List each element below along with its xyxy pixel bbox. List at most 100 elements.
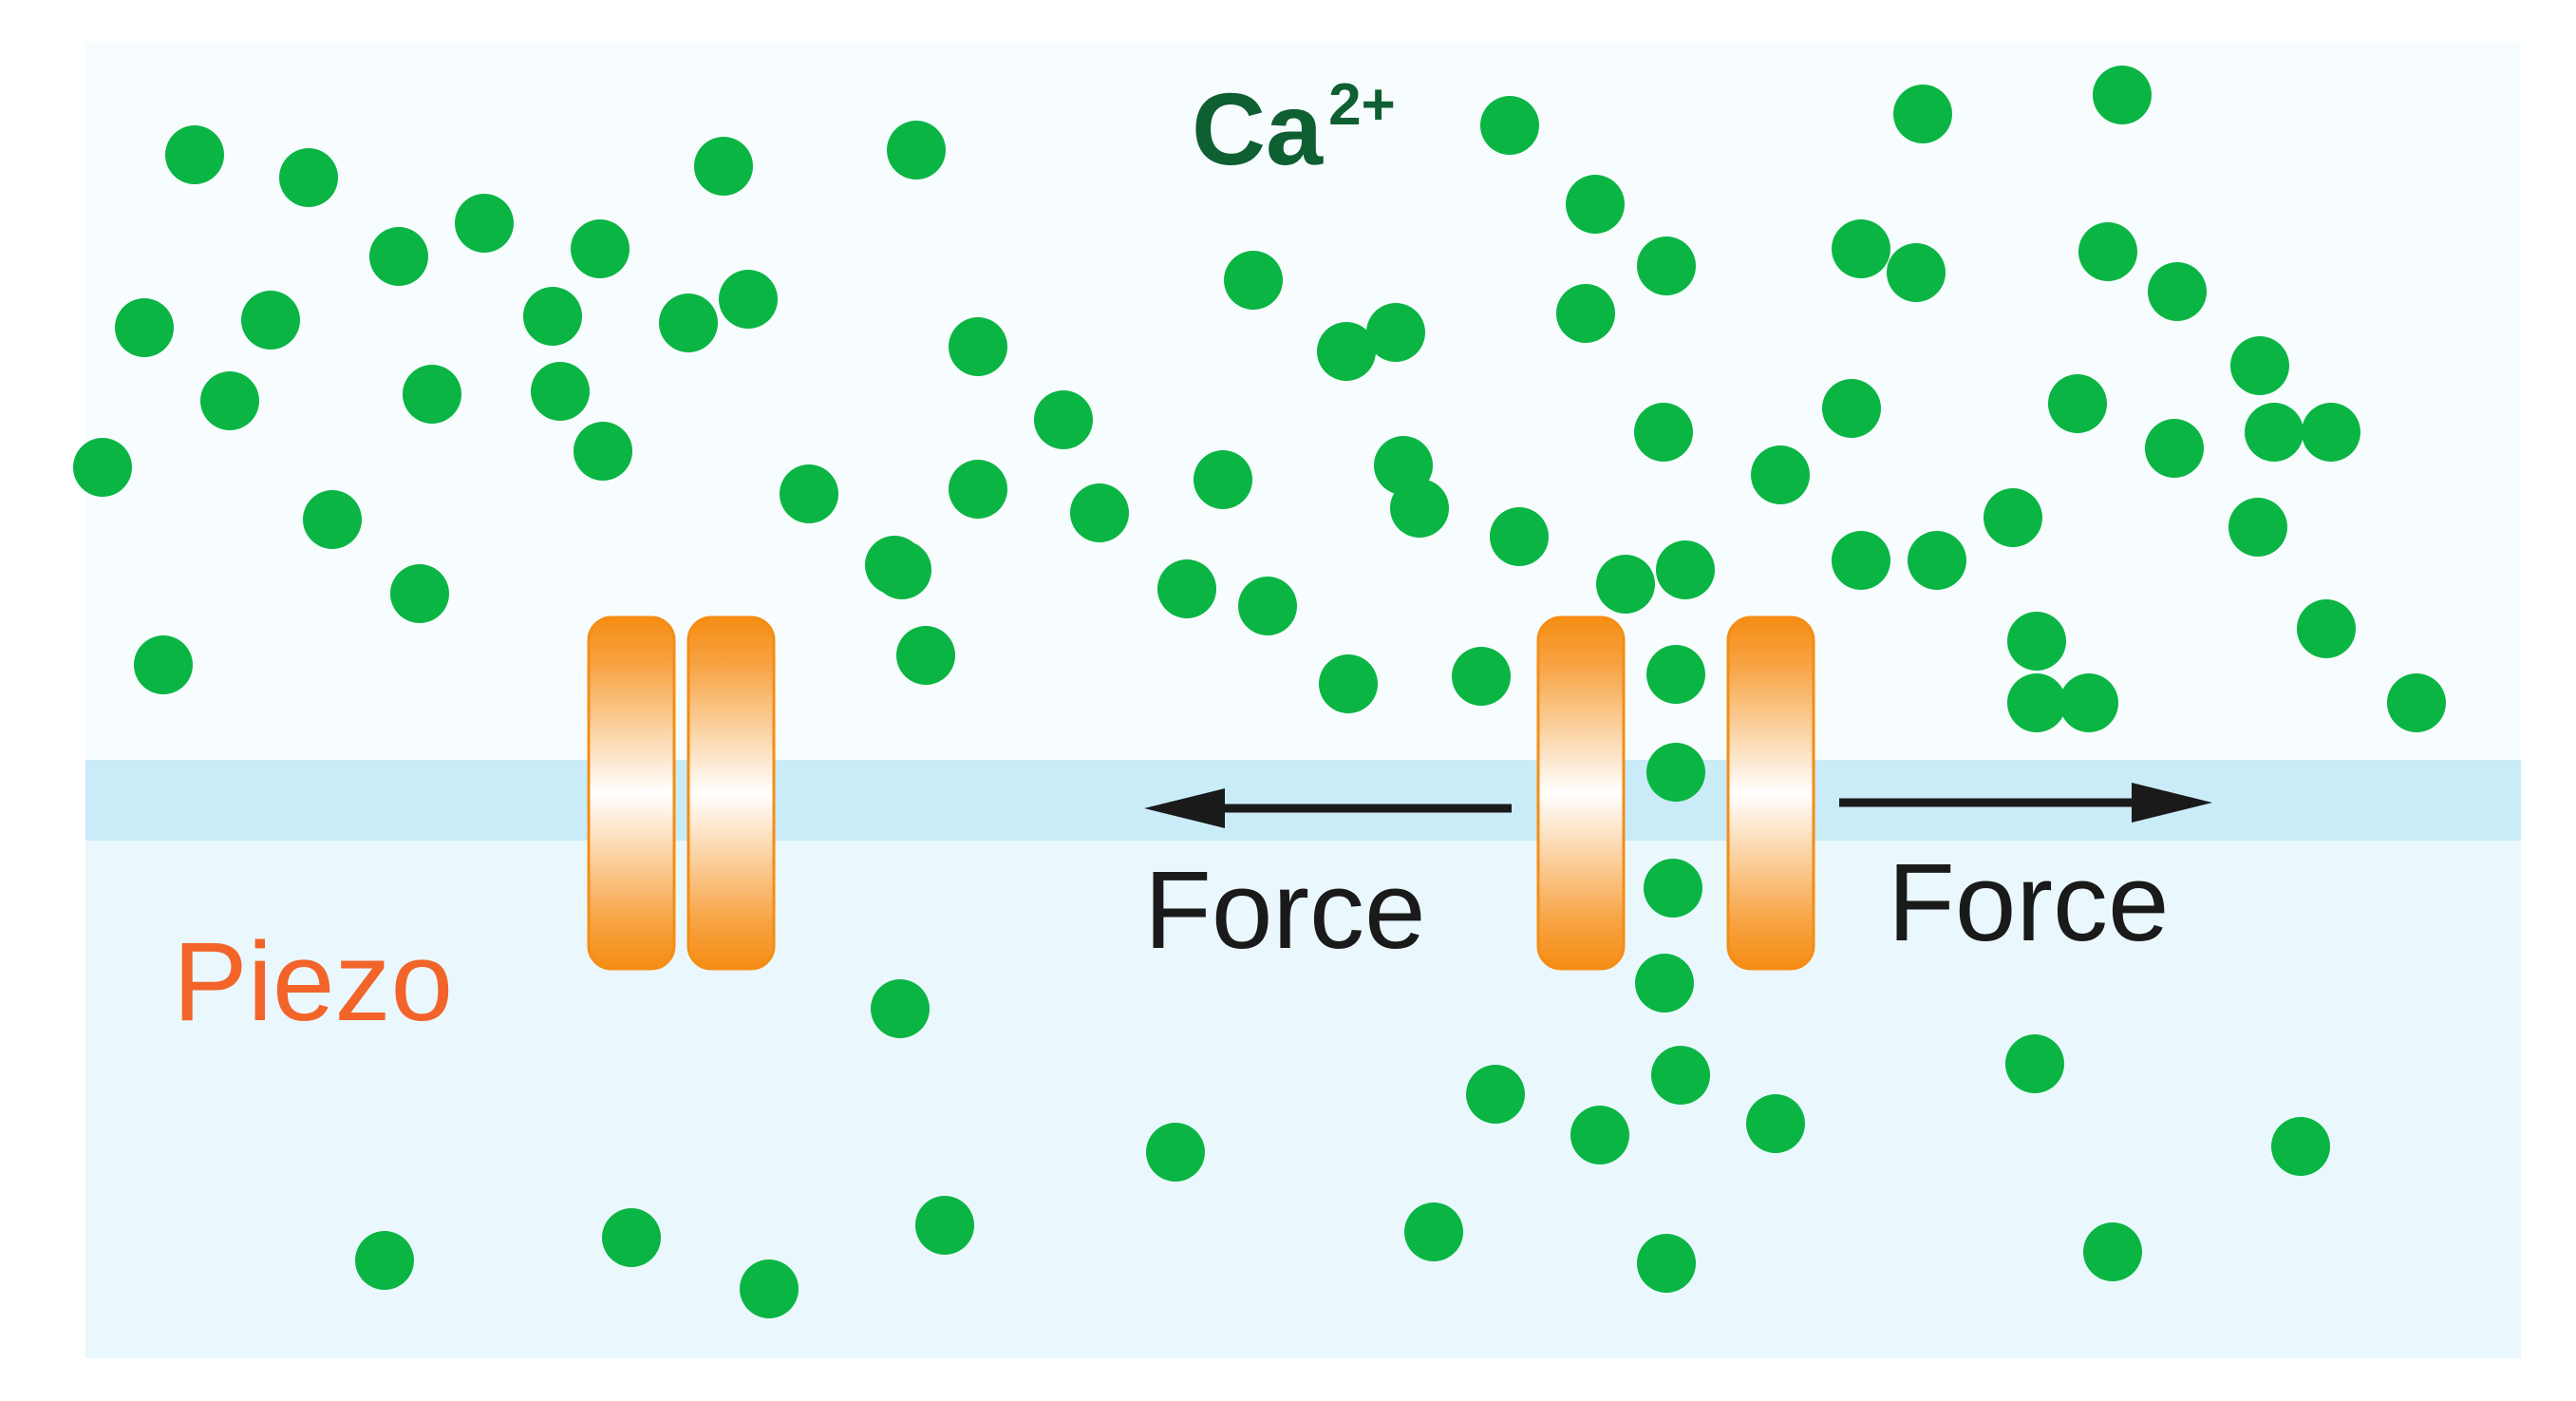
calcium-ion bbox=[2145, 419, 2204, 478]
calcium-ion bbox=[1635, 954, 1694, 1013]
piezo-channel-right-subunit-2 bbox=[1726, 615, 1815, 971]
calcium-ion bbox=[1146, 1123, 1205, 1182]
calcium-ion bbox=[719, 270, 778, 329]
calcium-ion bbox=[949, 460, 1007, 519]
calcium-ion bbox=[1490, 507, 1549, 566]
calcium-ion bbox=[1832, 531, 1890, 590]
calcium-ion bbox=[1984, 488, 2042, 547]
calcium-ion bbox=[896, 626, 955, 685]
calcium-ion bbox=[1390, 479, 1449, 538]
force-label-left: Force bbox=[1144, 848, 1426, 972]
calcium-ion bbox=[1224, 251, 1283, 310]
calcium-ion bbox=[1194, 450, 1252, 509]
calcium-ion bbox=[134, 635, 193, 694]
calcium-ion bbox=[1452, 647, 1511, 706]
calcium-ions bbox=[73, 66, 2446, 1318]
calcium-ion bbox=[1317, 322, 1376, 381]
calcium-ion bbox=[2059, 673, 2118, 732]
calcium-ion bbox=[1637, 1234, 1696, 1293]
calcium-ion bbox=[115, 298, 174, 357]
calcium-ion bbox=[1570, 1106, 1629, 1164]
calcium-ion bbox=[165, 125, 224, 184]
calcium-ion bbox=[915, 1196, 974, 1255]
calcium-charge: 2+ bbox=[1328, 72, 1396, 138]
calcium-ion bbox=[1893, 85, 1952, 143]
calcium-ion bbox=[1319, 654, 1378, 713]
calcium-ion bbox=[2048, 374, 2107, 433]
calcium-ion bbox=[1651, 1046, 1710, 1105]
extracellular-region bbox=[85, 43, 2521, 760]
calcium-ion bbox=[2387, 673, 2446, 732]
calcium-ion bbox=[403, 365, 461, 424]
calcium-ion bbox=[531, 362, 590, 421]
calcium-ion bbox=[1157, 559, 1216, 618]
calcium-ion bbox=[873, 540, 931, 599]
calcium-ion bbox=[780, 464, 838, 523]
calcium-ion bbox=[740, 1259, 799, 1318]
calcium-ion bbox=[1822, 379, 1881, 438]
calcium-ion bbox=[2297, 599, 2356, 658]
piezo-label: Piezo bbox=[173, 919, 454, 1045]
calcium-ion bbox=[1238, 577, 1297, 635]
calcium-ion bbox=[1466, 1065, 1525, 1124]
calcium-ion bbox=[303, 490, 362, 549]
calcium-ion bbox=[1644, 859, 1702, 918]
calcium-ion bbox=[2007, 612, 2066, 671]
calcium-ion bbox=[1596, 555, 1655, 614]
calcium-ion bbox=[1366, 303, 1425, 362]
force-arrow-left-head bbox=[1144, 788, 1225, 828]
calcium-ion bbox=[455, 194, 514, 253]
calcium-ion bbox=[73, 438, 132, 497]
calcium-ion bbox=[2230, 336, 2289, 395]
calcium-ion bbox=[1656, 540, 1715, 599]
calcium-ion bbox=[2228, 498, 2287, 557]
calcium-ion bbox=[523, 287, 582, 346]
force-arrow-right-head bbox=[2132, 783, 2212, 823]
calcium-ion bbox=[571, 219, 630, 278]
calcium-ion bbox=[1887, 243, 1946, 302]
calcium-ion bbox=[2302, 403, 2360, 462]
calcium-ion bbox=[241, 291, 300, 350]
piezo-channels bbox=[587, 615, 1815, 971]
calcium-ion bbox=[887, 121, 946, 180]
calcium-ion bbox=[1646, 645, 1705, 704]
calcium-ion bbox=[1070, 483, 1129, 542]
calcium-symbol: Ca bbox=[1192, 71, 1324, 186]
calcium-ion bbox=[1746, 1094, 1805, 1153]
calcium-ion bbox=[2083, 1222, 2142, 1281]
calcium-ion bbox=[2007, 673, 2066, 732]
calcium-ion bbox=[1556, 284, 1615, 343]
calcium-ion bbox=[602, 1208, 661, 1267]
force-label-right: Force bbox=[1888, 841, 2170, 964]
force-arrows bbox=[1144, 783, 2212, 828]
calcium-ion bbox=[2148, 262, 2207, 321]
calcium-ion bbox=[1404, 1202, 1463, 1261]
calcium-ion bbox=[871, 979, 930, 1038]
piezo-channel-left-subunit-2 bbox=[686, 615, 776, 971]
piezo-channel-right-subunit-1 bbox=[1536, 615, 1626, 971]
calcium-ion bbox=[1637, 237, 1696, 295]
calcium-ion bbox=[1634, 403, 1693, 462]
calcium-ion bbox=[2005, 1034, 2064, 1093]
calcium-ion bbox=[355, 1231, 414, 1290]
piezo-channel-left-subunit-1 bbox=[587, 615, 676, 971]
calcium-ion bbox=[1480, 96, 1539, 155]
calcium-ion bbox=[2271, 1117, 2330, 1176]
calcium-ion-label: Ca2+ bbox=[1192, 76, 1396, 180]
calcium-ion bbox=[659, 293, 718, 352]
calcium-ion bbox=[949, 317, 1007, 376]
calcium-ion bbox=[694, 137, 753, 196]
calcium-ion bbox=[279, 148, 338, 207]
calcium-ion bbox=[1908, 531, 1966, 590]
calcium-ion bbox=[200, 371, 259, 430]
calcium-ion bbox=[1566, 175, 1625, 234]
calcium-ion bbox=[573, 422, 632, 481]
calcium-ion bbox=[2078, 222, 2137, 281]
calcium-ion bbox=[390, 564, 449, 623]
calcium-ion bbox=[2093, 66, 2152, 124]
calcium-ion bbox=[2245, 403, 2303, 462]
calcium-ion bbox=[1832, 219, 1890, 278]
calcium-ion bbox=[1034, 390, 1093, 449]
